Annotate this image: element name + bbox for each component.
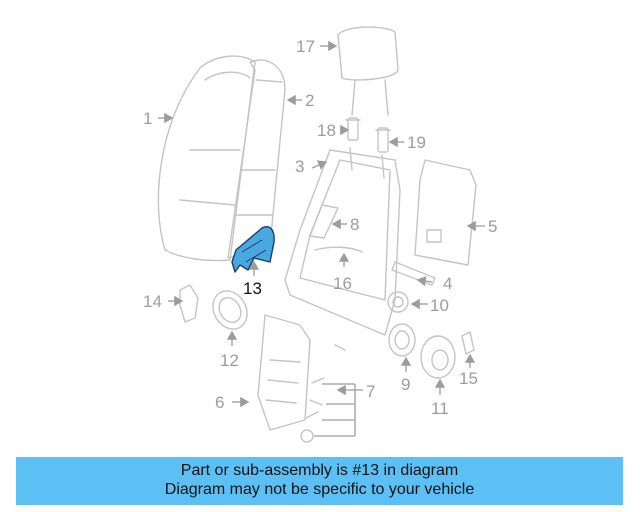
part-1-seat-back-cushion [157, 55, 256, 262]
part-5-back-panel [414, 159, 477, 266]
part-19-headrest-guide [375, 127, 391, 153]
callout-17: 17 [296, 37, 315, 56]
banner-line-2: Diagram may not be specific to your vehi… [164, 481, 475, 498]
callout-3: 3 [295, 157, 304, 176]
callout-leaders [158, 40, 485, 437]
part-6-side-mechanism [257, 314, 311, 431]
part-8-lumbar-strap [309, 204, 339, 239]
callout-18: 18 [317, 121, 336, 140]
part-16-spring-wire [314, 246, 363, 253]
callout-labels: 1 2 3 4 5 6 7 8 9 10 11 12 13 14 15 16 1… [143, 37, 497, 418]
callout-2: 2 [305, 91, 314, 110]
part-3-seat-back-frame [284, 147, 401, 336]
callout-15: 15 [459, 369, 478, 388]
callout-9: 9 [401, 375, 410, 394]
banner-line-1: Part or sub-assembly is #13 in diagram [180, 462, 459, 479]
callout-19: 19 [407, 133, 426, 152]
callout-6: 6 [215, 393, 224, 412]
callout-13: 13 [243, 279, 262, 298]
part-12-round-cover [212, 290, 248, 330]
callout-12: 12 [220, 351, 239, 370]
callout-7: 7 [366, 382, 375, 401]
part-4-rod [391, 261, 436, 286]
callout-10: 10 [430, 296, 449, 315]
callout-8: 8 [350, 215, 359, 234]
part-2-seat-back-cover [227, 59, 286, 259]
part-14-bracket [179, 284, 199, 323]
part-15-pin [461, 331, 475, 355]
callout-16: 16 [333, 274, 352, 293]
part-9-recliner-knob [388, 323, 416, 357]
part-18-headrest-guide [345, 117, 361, 141]
part-11-cover [420, 335, 456, 379]
part-13-highlighted-cover[interactable] [231, 226, 275, 273]
callout-14: 14 [143, 292, 162, 311]
info-banner: Part or sub-assembly is #13 in diagram D… [16, 457, 623, 505]
part-17-headrest [337, 26, 399, 116]
callout-1: 1 [143, 109, 152, 128]
callout-11: 11 [431, 399, 449, 418]
callout-5: 5 [488, 217, 497, 236]
part-10-knob [387, 291, 409, 313]
part-7-hardware [300, 344, 346, 443]
callout-4: 4 [443, 274, 452, 293]
